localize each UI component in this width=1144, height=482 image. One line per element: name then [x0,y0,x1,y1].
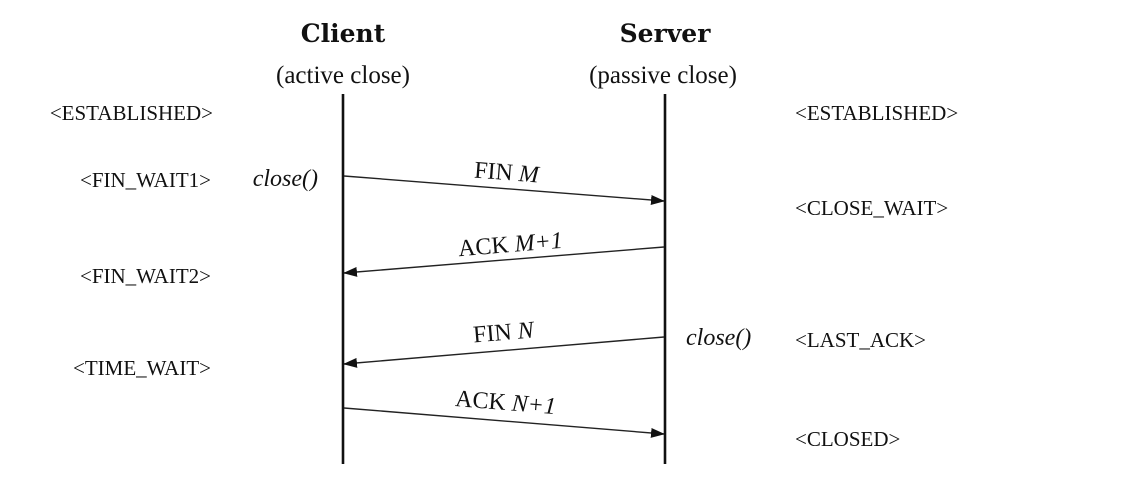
fin-m-arrow [343,175,665,205]
fin-n-arrow [343,336,665,368]
ack-m1-arrow [343,246,665,277]
ack-n1-arrow [343,407,665,438]
fin-m-label: FIN M [473,158,541,189]
server-state-last-ack: <LAST_ACK> [795,328,926,352]
server-state-established: <ESTABLISHED> [795,101,958,125]
client-role: (active close) [276,62,410,89]
fin-n-label: FIN N [472,317,537,348]
server-close-call: close() [686,325,751,351]
server-role: (passive close) [589,62,737,89]
ack-n1-label: ACK N+1 [454,386,557,420]
client-close-call: close() [253,166,318,192]
ack-m1-label: ACK M+1 [457,228,564,262]
client-title: Client [301,19,386,48]
client-state-fin-wait2: <FIN_WAIT2> [80,264,211,288]
client-state-fin-wait1: <FIN_WAIT1> [80,168,211,192]
client-state-established: <ESTABLISHED> [50,101,213,125]
client-state-time-wait: <TIME_WAIT> [73,356,211,380]
server-state-close-wait: <CLOSE_WAIT> [795,196,948,220]
server-state-closed: <CLOSED> [795,427,900,451]
server-title: Server [620,19,712,48]
